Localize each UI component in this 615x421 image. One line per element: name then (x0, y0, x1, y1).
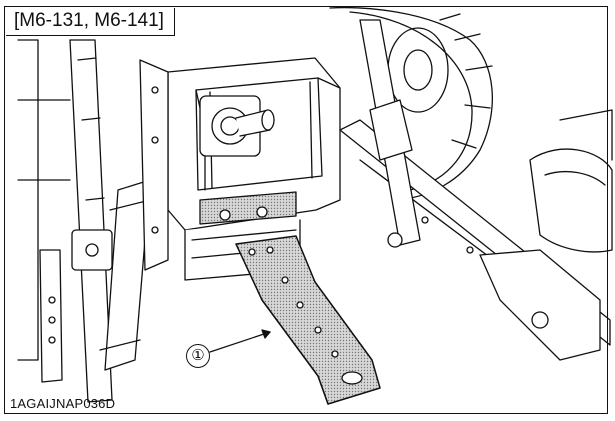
callout-leader (209, 329, 271, 353)
right-lower-link (339, 19, 611, 361)
figure-code: 1AGAIJNAP036D (10, 396, 116, 411)
model-label: [M6-131, M6-141] (6, 8, 175, 36)
seat-fender (529, 109, 613, 253)
figure-frame (4, 6, 608, 414)
callout-number-1: ① (186, 344, 210, 368)
hitch-bracket (139, 57, 341, 281)
drawbar (235, 235, 381, 405)
left-linkage (17, 39, 151, 403)
